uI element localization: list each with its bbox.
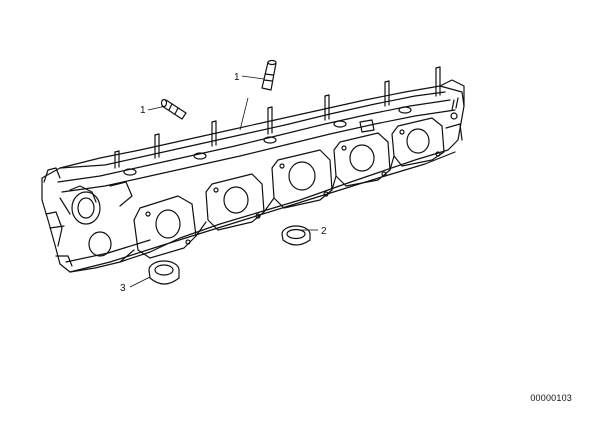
cylinder-head-icon[interactable] [41, 66, 465, 273]
leader-lines [129, 75, 318, 288]
callout-1a: 1 [234, 72, 240, 83]
callout-3: 3 [120, 283, 126, 294]
guide-tube-icon[interactable] [160, 59, 277, 120]
callout-2: 2 [321, 226, 327, 237]
drawing-number: 00000103 [530, 393, 572, 403]
thrust-ring-icon[interactable] [148, 260, 180, 285]
callout-1b: 1 [140, 105, 146, 116]
seal-ring-icon[interactable] [281, 225, 311, 246]
